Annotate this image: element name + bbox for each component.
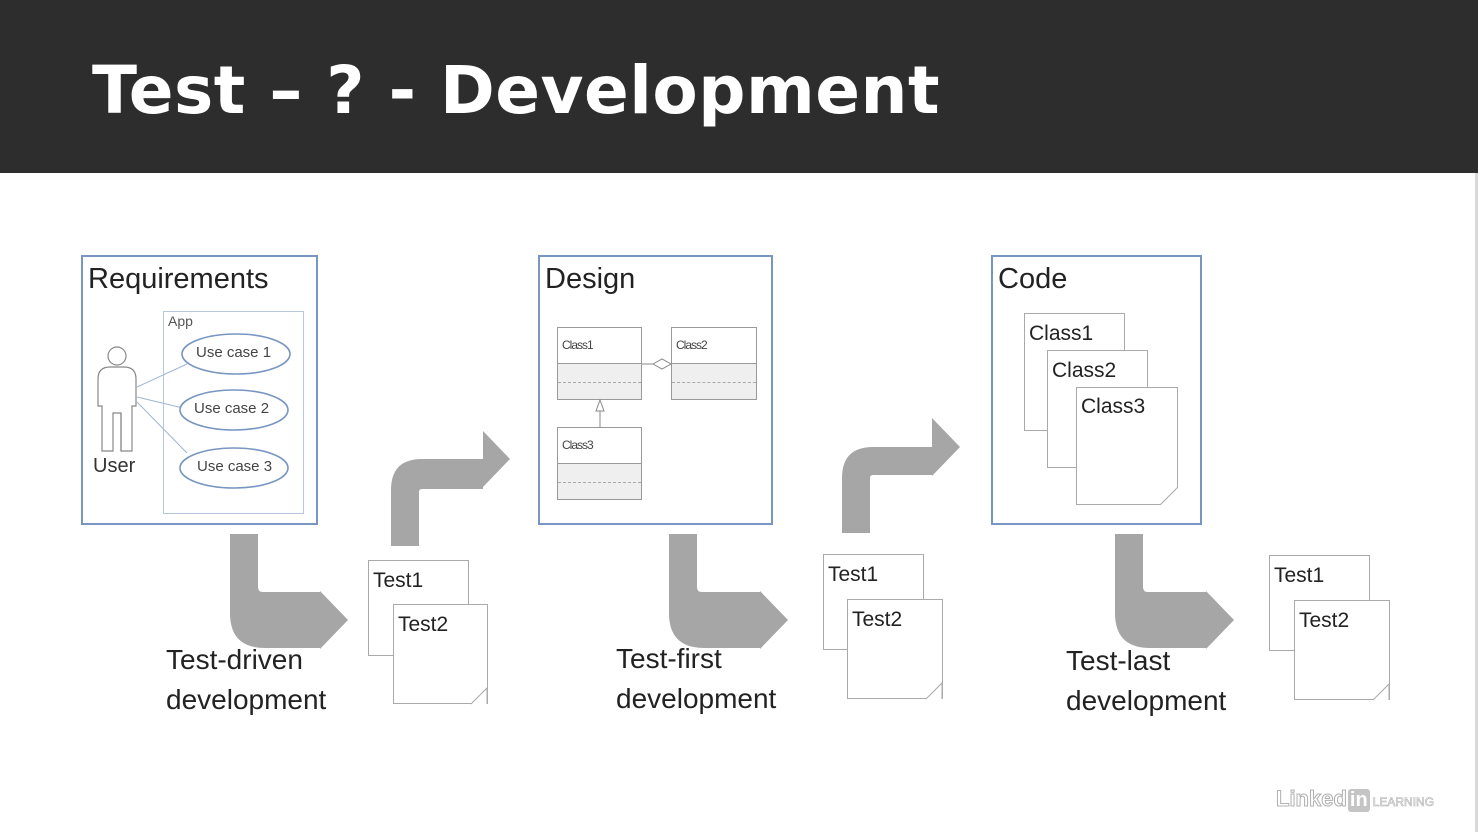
logo-linked: Linked: [1276, 786, 1348, 812]
use-case-2-label: Use case 2: [194, 400, 270, 417]
requirements-title: Requirements: [88, 263, 269, 295]
tdd-label-line2: development: [166, 684, 327, 715]
uml-class-1-name: Class1: [558, 328, 641, 364]
test2-label: Test2: [398, 613, 449, 636]
test1-label: Test1: [1274, 564, 1325, 587]
use-case-1-label: Use case 1: [196, 344, 272, 361]
test1-label: Test1: [828, 563, 879, 586]
arrow-up-right-icon: [391, 431, 510, 546]
test2-doc: Test2: [1294, 600, 1390, 700]
tld-label: Test-last development: [1066, 641, 1226, 721]
arrow-down-right-icon: [669, 534, 788, 649]
logo-learning: LEARNING: [1372, 795, 1435, 810]
aggregation-diamond-icon: [651, 358, 673, 370]
page-curl-icon: [925, 681, 943, 700]
logo-in: in: [1347, 789, 1370, 812]
page-curl-icon: [1160, 487, 1178, 505]
tfd-label-line2: development: [616, 683, 777, 714]
code-file-1-label: Class1: [1029, 322, 1094, 345]
use-case-diagram: [97, 333, 291, 489]
tld-label-line1: Test-last: [1066, 645, 1171, 676]
arrow-up-right-icon: [842, 418, 960, 533]
uml-class-1: Class1: [557, 327, 642, 400]
code-file-2-label: Class2: [1052, 359, 1117, 382]
code-file-3-label: Class3: [1081, 395, 1146, 418]
use-case-3-ellipse: [179, 447, 289, 489]
uml-class-3: Class3: [557, 427, 642, 500]
uml-class-2-name: Class2: [672, 328, 756, 364]
tld-label-line2: development: [1066, 685, 1227, 716]
test2-doc: Test2: [847, 599, 943, 699]
use-case-1-ellipse: [181, 333, 291, 375]
arrow-down-right-icon: [230, 534, 348, 649]
design-panel: Design Class1 Class2 Class3: [538, 255, 773, 525]
uml-class-3-name: Class3: [558, 428, 641, 464]
tfd-label-line1: Test-first: [616, 643, 722, 674]
uml-relations: [595, 358, 673, 427]
test2-label: Test2: [852, 608, 903, 631]
use-case-3-label: Use case 3: [197, 458, 273, 475]
code-panel: Code Class1 Class2 Class3: [991, 255, 1202, 525]
page-curl-icon: [1372, 682, 1390, 701]
tdd-label: Test-driven development: [166, 640, 326, 720]
design-title: Design: [545, 263, 636, 295]
tfd-label: Test-first development: [616, 639, 776, 719]
title-bar: Test – ? - Development: [0, 0, 1478, 173]
slide-edge: [1475, 173, 1478, 832]
uml-class-2: Class2: [671, 327, 757, 400]
use-case-2-ellipse: [179, 389, 289, 431]
arrow-down-right-icon: [1115, 534, 1234, 649]
tdd-label-line1: Test-driven: [166, 644, 303, 675]
inheritance-triangle-icon: [595, 398, 605, 412]
slide-title: Test – ? - Development: [92, 52, 941, 129]
user-label: User: [93, 455, 136, 477]
app-boundary: App: [163, 311, 304, 514]
test2-label: Test2: [1299, 609, 1350, 632]
code-title: Code: [998, 263, 1068, 295]
app-label: App: [168, 313, 193, 329]
test2-doc: Test2: [393, 604, 488, 704]
page-curl-icon: [470, 686, 488, 705]
requirements-panel: Requirements App User Use case 1 Use cas…: [81, 255, 318, 525]
test1-label: Test1: [373, 569, 424, 592]
code-file-3: Class3: [1076, 387, 1178, 505]
